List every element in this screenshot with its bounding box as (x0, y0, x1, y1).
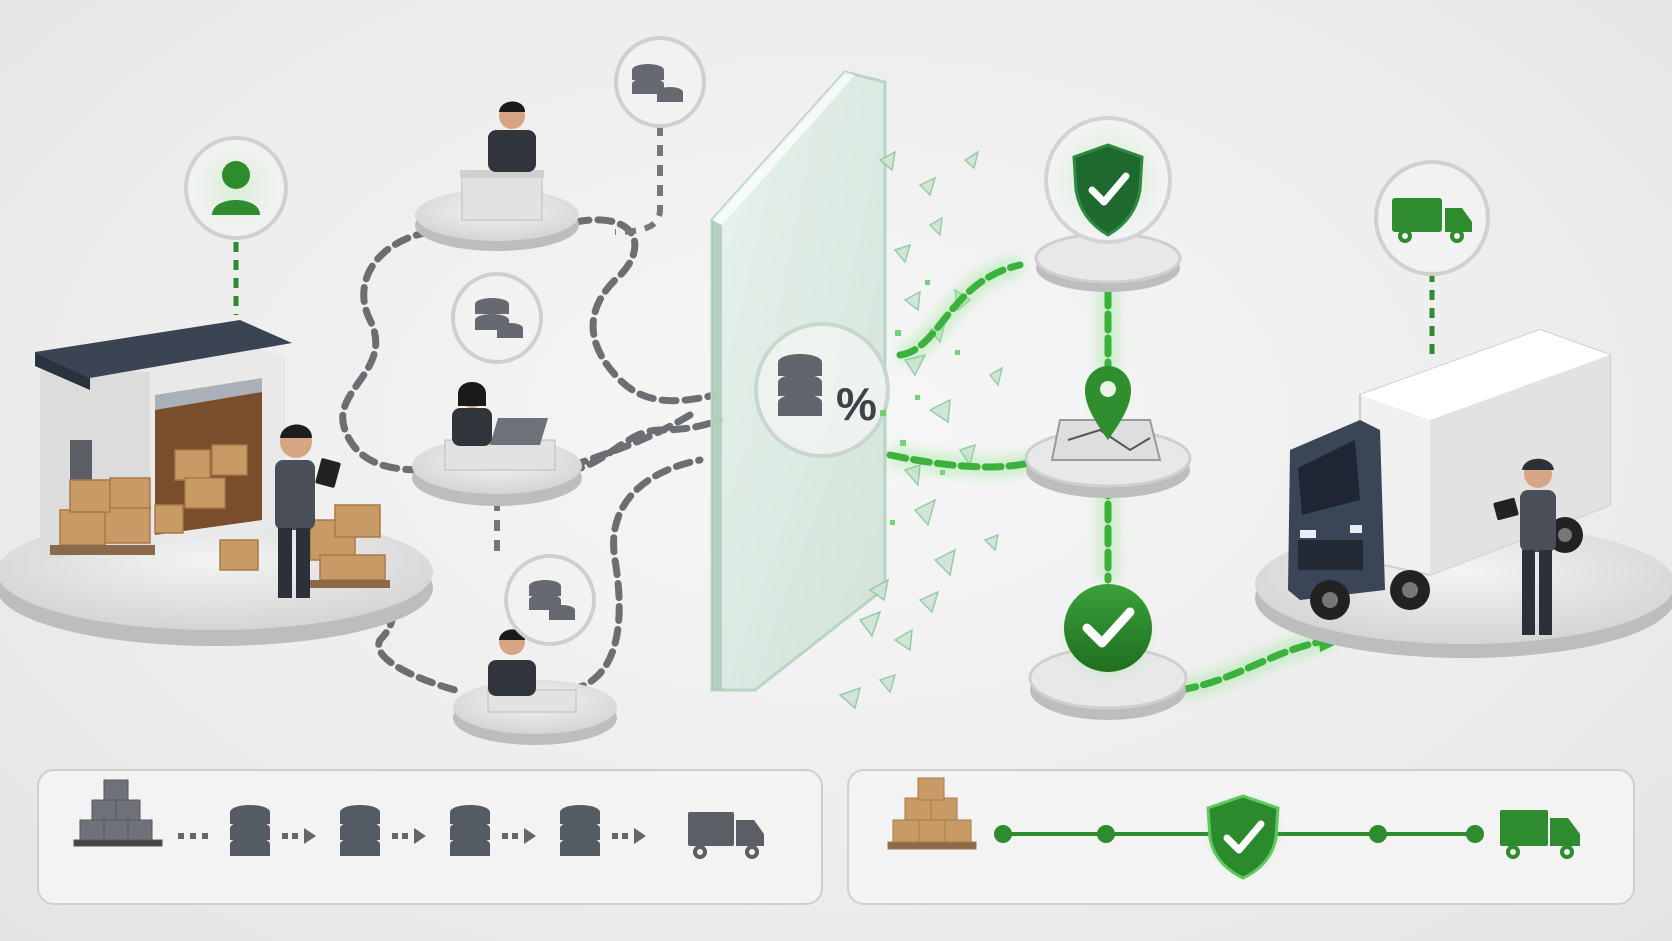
glass-barrier: % (710, 70, 890, 692)
driver (1493, 458, 1556, 635)
map-pin-icon (1085, 366, 1131, 440)
truck-icon (1392, 198, 1472, 243)
database-coins-icon (475, 298, 523, 338)
database-coins-icon (632, 64, 683, 102)
shield-check-icon (1206, 794, 1280, 880)
truck-badge (1374, 160, 1490, 360)
legend-after-panel (847, 769, 1635, 905)
user-icon (212, 161, 260, 215)
agent-platform-bottom (453, 629, 617, 745)
agent-platform-top (415, 101, 579, 251)
database-icon (230, 805, 270, 856)
svg-text:%: % (836, 378, 877, 430)
truck-icon (688, 812, 764, 859)
shield-check-icon (1072, 143, 1144, 237)
database-percent-icon: % (778, 354, 877, 430)
flow-arrow (502, 828, 536, 844)
coins-badge-middle (451, 272, 543, 364)
truck-platform (1255, 328, 1672, 658)
boxes-stack-icon (73, 779, 163, 847)
map-node (1024, 366, 1192, 498)
legend-before-panel (37, 769, 823, 905)
database-coins-icon (529, 580, 575, 620)
flow-arrow (282, 828, 316, 844)
warehouse-worker (275, 424, 341, 598)
warehouse-platform (0, 320, 433, 646)
before-dots (178, 833, 208, 839)
coins-badge-top (614, 36, 706, 128)
database-icon (560, 805, 600, 856)
shield-node (1034, 116, 1182, 292)
vertical-dashes (494, 125, 663, 560)
check-node (1028, 584, 1188, 720)
user-badge (184, 136, 288, 315)
database-icon (450, 805, 490, 856)
truck-icon (1500, 810, 1580, 859)
coins-badge-bottom (504, 554, 596, 646)
database-icon (340, 805, 380, 856)
check-circle-icon (1064, 584, 1152, 672)
flow-arrow (392, 828, 426, 844)
flow-arrow (612, 828, 646, 844)
agent-platform-middle (412, 382, 582, 506)
boxes-pallet-icon (887, 777, 977, 850)
node-dots (994, 825, 1484, 843)
